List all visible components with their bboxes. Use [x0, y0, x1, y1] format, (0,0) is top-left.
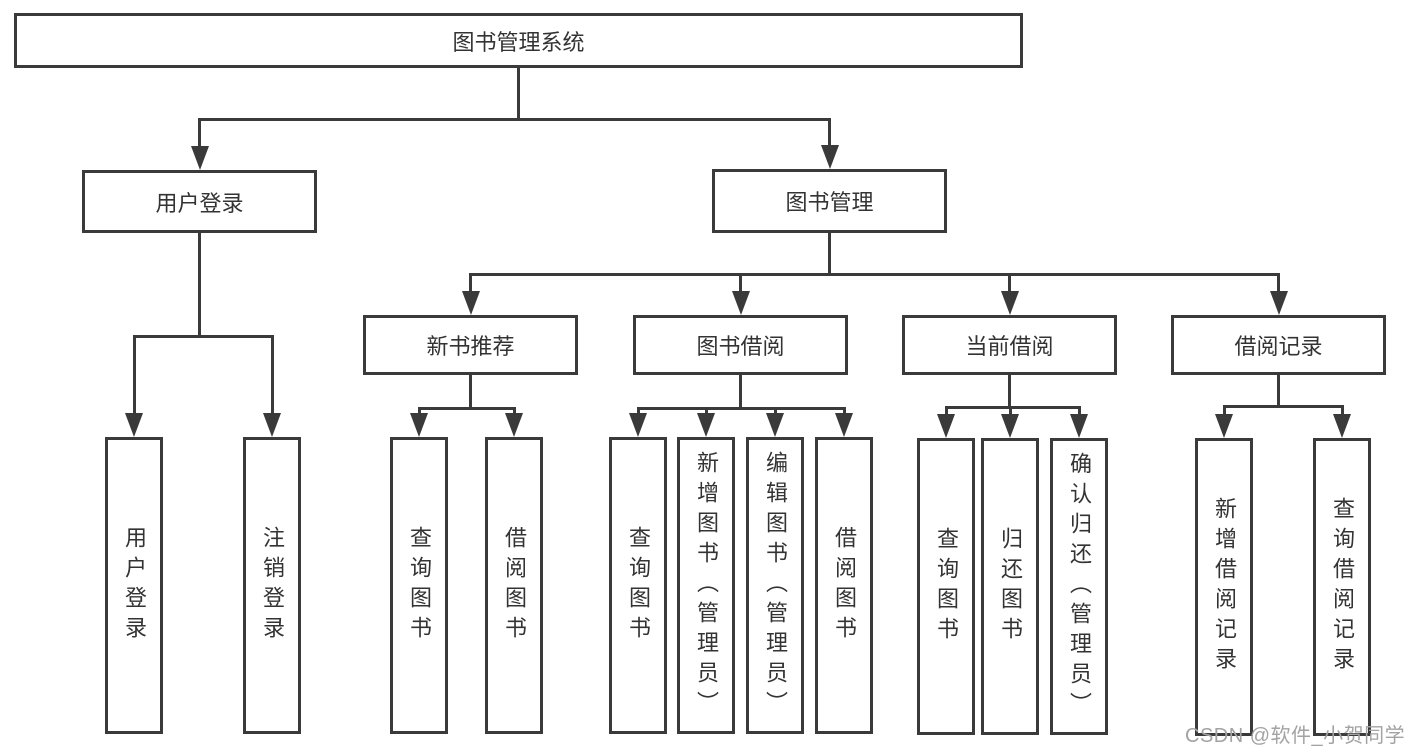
- node-v-query-book-1: 查询图书: [390, 437, 448, 734]
- arrow-down-icon: [1001, 414, 1019, 438]
- connector-line: [512, 407, 516, 417]
- connector-line: [1277, 273, 1280, 295]
- connector-line: [828, 118, 831, 149]
- node-v-add-book: 新增图书（管理员）: [677, 437, 735, 734]
- connector-line: [1222, 405, 1226, 418]
- node-label: 查询图书: [407, 525, 432, 646]
- connector-line: [1008, 375, 1011, 409]
- arrow-down-icon: [766, 413, 784, 437]
- arrow-down-icon: [410, 413, 428, 437]
- node-v-user-login: 用户登录: [105, 437, 163, 734]
- arrow-down-icon: [1215, 414, 1233, 438]
- arrow-down-icon: [505, 413, 523, 437]
- connector-line: [1008, 273, 1011, 295]
- connector-line: [704, 407, 708, 417]
- connector-line: [1008, 406, 1012, 418]
- connector-line: [469, 273, 1280, 276]
- connector-line: [132, 335, 136, 417]
- node-v-edit-book: 编辑图书（管理员）: [746, 437, 804, 734]
- connector-line: [636, 407, 640, 417]
- node-label: 查询图书: [934, 526, 959, 647]
- connector-line: [469, 273, 472, 295]
- node-new-book-rec: 新书推荐: [363, 315, 578, 375]
- arrow-down-icon: [1070, 414, 1088, 438]
- connector-line: [1222, 405, 1344, 408]
- node-v-return-book: 归还图书: [981, 438, 1039, 735]
- connector-line: [1077, 406, 1081, 418]
- connector-line: [198, 118, 831, 121]
- arrow-down-icon: [1333, 414, 1351, 438]
- connector-line: [417, 407, 421, 417]
- connector-line: [739, 375, 742, 410]
- node-root: 图书管理系统: [14, 13, 1023, 68]
- node-label: 借阅图书: [832, 525, 857, 646]
- node-v-confirm-return: 确认归还（管理员）: [1050, 438, 1108, 735]
- node-label: 注销登录: [260, 525, 285, 646]
- node-label: 新增借阅记录: [1212, 497, 1237, 677]
- connector-line: [944, 406, 948, 418]
- node-label: 查询借阅记录: [1330, 497, 1355, 677]
- connector-line: [132, 335, 274, 338]
- node-label: 当前借阅: [965, 334, 1054, 359]
- connector-line: [517, 68, 520, 121]
- connector-line: [1340, 405, 1344, 418]
- arrow-down-icon: [190, 146, 209, 170]
- node-label: 用户登录: [122, 525, 147, 646]
- node-v-query-book-3: 查询图书: [917, 438, 975, 735]
- node-label: 归还图书: [998, 526, 1023, 647]
- node-borrow-records: 借阅记录: [1171, 315, 1386, 375]
- connector-line: [1277, 375, 1280, 408]
- watermark: CSDN @软件_小贺同学: [1185, 725, 1405, 747]
- arrow-down-icon: [937, 414, 955, 438]
- node-v-query-book-2: 查询图书: [609, 437, 667, 734]
- node-user-login: 用户登录: [82, 170, 317, 233]
- node-label: 图书借阅: [696, 334, 785, 359]
- connector-line: [842, 407, 846, 417]
- node-book-borrow: 图书借阅: [633, 315, 848, 375]
- arrow-down-icon: [125, 413, 143, 437]
- arrow-down-icon: [731, 291, 750, 315]
- node-current-borrow: 当前借阅: [902, 315, 1117, 375]
- connector-line: [198, 233, 201, 338]
- arrow-down-icon: [263, 413, 281, 437]
- node-label: 新书推荐: [426, 334, 515, 359]
- node-label: 新增图书（管理员）: [694, 450, 719, 721]
- connector-line: [739, 273, 742, 295]
- node-label: 编辑图书（管理员）: [763, 450, 788, 721]
- node-v-borrow-book-2: 借阅图书: [815, 437, 873, 734]
- arrow-down-icon: [697, 413, 715, 437]
- connector-line: [828, 233, 831, 276]
- node-label: 图书管理系统: [452, 29, 585, 55]
- connector-line: [270, 335, 274, 417]
- node-v-borrow-book-1: 借阅图书: [485, 437, 543, 734]
- arrow-down-icon: [1000, 291, 1019, 315]
- connector-line: [773, 407, 777, 417]
- arrow-down-icon: [835, 413, 853, 437]
- node-label: 借阅记录: [1234, 334, 1323, 359]
- arrow-down-icon: [461, 291, 480, 315]
- connector-line: [636, 407, 846, 410]
- node-book-mgmt: 图书管理: [712, 169, 947, 233]
- node-v-add-borrow-record: 新增借阅记录: [1195, 438, 1253, 736]
- arrow-down-icon: [1269, 291, 1288, 315]
- connector-line: [198, 118, 201, 150]
- node-v-query-borrow-record: 查询借阅记录: [1313, 438, 1371, 736]
- node-label: 借阅图书: [502, 525, 527, 646]
- node-label: 用户登录: [155, 190, 244, 216]
- node-label: 查询图书: [626, 525, 651, 646]
- connector-line: [417, 407, 516, 410]
- node-label: 确认归还（管理员）: [1067, 451, 1092, 722]
- node-v-logout: 注销登录: [243, 437, 301, 734]
- connector-line: [469, 375, 472, 410]
- connector-line: [944, 406, 1081, 409]
- arrow-down-icon: [820, 145, 839, 169]
- arrow-down-icon: [629, 413, 647, 437]
- node-label: 图书管理: [785, 190, 874, 215]
